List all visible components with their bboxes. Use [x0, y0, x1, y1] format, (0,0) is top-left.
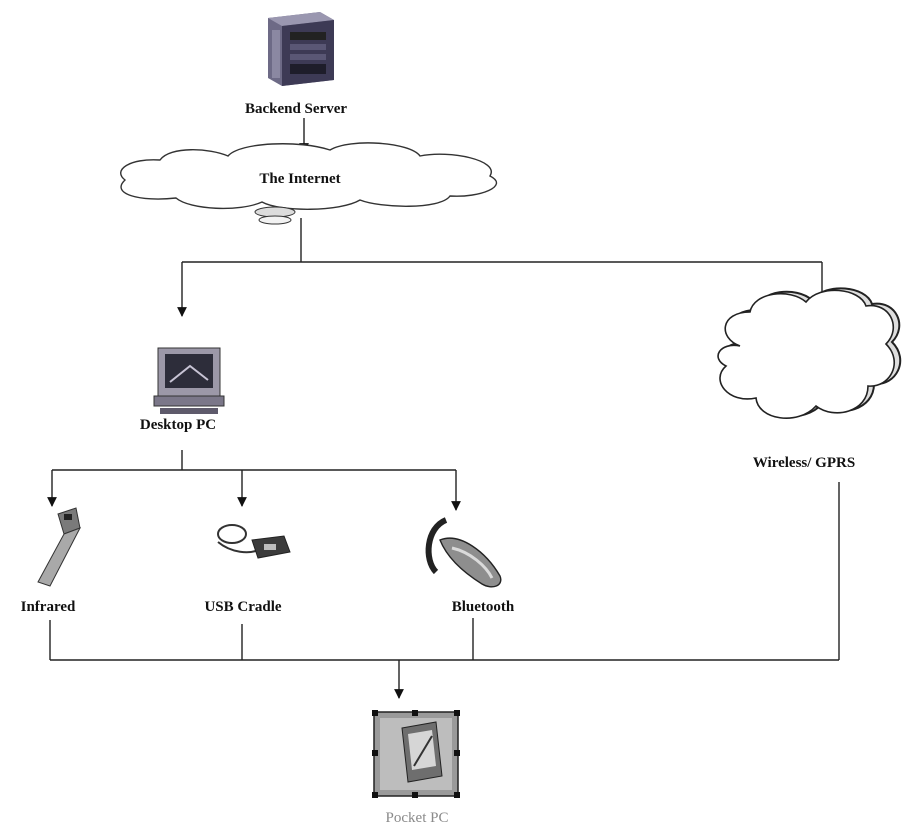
infrared-adapter-icon [37, 507, 82, 587]
desktop-pc-label: Desktop PC [140, 417, 216, 433]
bluetooth-label: Bluetooth [452, 599, 515, 615]
bluetooth-headset-icon [425, 517, 502, 588]
infrared-label: Infrared [21, 599, 76, 615]
connector-icon [254, 206, 296, 225]
internet-cloud-icon [120, 142, 498, 210]
server-icon [268, 12, 334, 86]
internet-label: The Internet [259, 171, 340, 187]
usb-cradle-icon [217, 524, 291, 559]
pocket-pc-label: Pocket PC [386, 810, 449, 826]
usb-cradle-label: USB Cradle [204, 599, 281, 615]
desktop-computer-icon [153, 347, 225, 414]
wireless-cloud-icon [717, 287, 902, 419]
backend-server-label: Backend Server [245, 101, 347, 117]
pocket-pc-icon [372, 710, 460, 798]
wireless-gprs-label: Wireless/ GPRS [753, 455, 855, 471]
